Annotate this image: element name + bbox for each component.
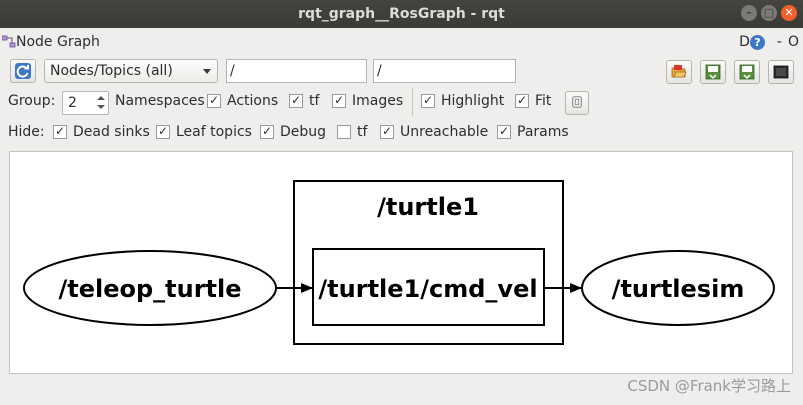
checkbox-label: Highlight [441,93,505,109]
namespace-label: /turtle1 [377,193,479,221]
checkbox-box[interactable]: ✓ [156,124,170,139]
maximize-button[interactable]: □ [761,5,777,21]
save-svg-icon [739,64,755,80]
refresh-icon [15,63,31,79]
checkbox-label: Images [352,93,404,109]
checkbox-label: Debug [280,124,327,140]
topic-box[interactable] [312,248,545,326]
checkbox-box[interactable]: ✓ [332,93,346,108]
leaf-topics-checkbox[interactable]: ✓ Leaf topics [156,124,252,140]
dock-title-bar: Node Graph D ? - O [0,30,803,54]
folder-open-icon [671,65,687,78]
close-button[interactable]: ✕ [781,5,797,21]
topic-filter-input[interactable]: / [373,59,516,83]
hide-tf-checkbox[interactable]: tf [337,124,367,140]
checkbox-box[interactable]: ✓ [260,124,274,139]
checkbox-box[interactable]: ✓ [380,124,394,139]
dock-title: Node Graph [16,34,100,50]
graph-mode-select[interactable]: Nodes/Topics (all) [44,59,218,83]
graph-view: /turtle1 /teleop_turtle /turtle1/cmd_vel… [23,180,775,345]
dock-d-label: D [739,34,750,50]
namespace-cluster [293,180,564,345]
window-title: rqt_graph__RosGraph - rqt [298,6,505,22]
checkbox-label: tf [309,93,320,109]
group-spinbox[interactable]: 2 [62,91,109,115]
highlight-checkbox[interactable]: ✓ Highlight [421,93,504,109]
node-graph-icon [2,35,16,48]
chevron-down-icon [203,69,211,74]
graph-canvas[interactable]: /turtle1 /teleop_turtle /turtle1/cmd_vel… [9,151,793,374]
hide-row: Hide: ✓ Dead sinks ✓ Leaf topics ✓ Debug… [8,122,795,144]
load-dot-button[interactable] [666,60,692,84]
save-svg-button[interactable] [734,60,760,84]
subscriber-node[interactable] [581,250,775,326]
topic-label: /turtle1/cmd_vel [318,275,537,303]
checkbox-label: Unreachable [400,124,489,140]
dock-d-button[interactable]: D ? [739,30,765,54]
node-filter-input[interactable]: / [226,59,367,83]
debug-checkbox[interactable]: ✓ Debug [260,124,326,140]
namespaces-checkbox-label: Namespaces [115,93,205,109]
checkbox-box[interactable]: ✓ [289,93,303,108]
checkbox-label: Leaf topics [176,124,252,140]
checkbox-label: Dead sinks [73,124,150,140]
save-dot-icon [705,64,721,80]
unreachable-checkbox[interactable]: ✓ Unreachable [380,124,488,140]
refresh-button[interactable] [10,59,36,83]
checkbox-box[interactable]: ✓ [207,93,221,108]
dead-sinks-checkbox[interactable]: ✓ Dead sinks [53,124,150,140]
checkbox-label: Actions [227,93,279,109]
fit-in-view-button[interactable] [565,91,589,115]
separator [412,88,413,116]
watermark: CSDN @Frank学习路上 [627,377,791,395]
publisher-node-label: /teleop_turtle [58,275,241,303]
save-image-button[interactable] [768,60,794,84]
dock-close-button[interactable]: O [787,34,799,50]
params-checkbox[interactable]: ✓ Params [497,124,569,140]
save-dot-button[interactable] [700,60,726,84]
subscriber-node-label: /turtlesim [612,275,745,303]
checkbox-box[interactable] [337,125,351,139]
checkbox-label: Params [517,124,569,140]
graph-mode-value: Nodes/Topics (all) [50,63,173,79]
spin-down-icon[interactable] [97,105,105,109]
checkbox-box[interactable]: ✓ [53,124,67,139]
hide-label: Hide: [8,124,45,140]
checkbox-box[interactable]: ✓ [497,124,511,139]
checkbox-label: tf [357,124,368,140]
checkbox-label: Fit [535,93,552,109]
options-row: Group: 2 Namespaces ✓ Actions ✓ tf ✓ Ima… [8,88,795,116]
checkbox-box[interactable]: ✓ [515,93,529,108]
toolbar-row: Nodes/Topics (all) / / [8,58,795,84]
images-checkbox[interactable]: ✓ Images [332,93,403,109]
fit-checkbox[interactable]: ✓ Fit [515,93,551,109]
tf-checkbox[interactable]: ✓ tf [289,93,319,109]
fit-view-icon [572,96,582,108]
window-titlebar: rqt_graph__RosGraph - rqt – □ ✕ [0,0,803,28]
namespaces-checkbox[interactable]: ✓ Actions [207,93,278,109]
dock-minimize-button[interactable]: - [776,34,782,50]
help-icon[interactable]: ? [749,34,765,50]
group-value: 2 [68,95,77,111]
spin-up-icon[interactable] [97,96,105,100]
group-label: Group: [8,93,56,109]
minimize-button[interactable]: – [741,5,757,21]
checkbox-box[interactable]: ✓ [421,93,435,108]
image-icon [773,65,789,79]
